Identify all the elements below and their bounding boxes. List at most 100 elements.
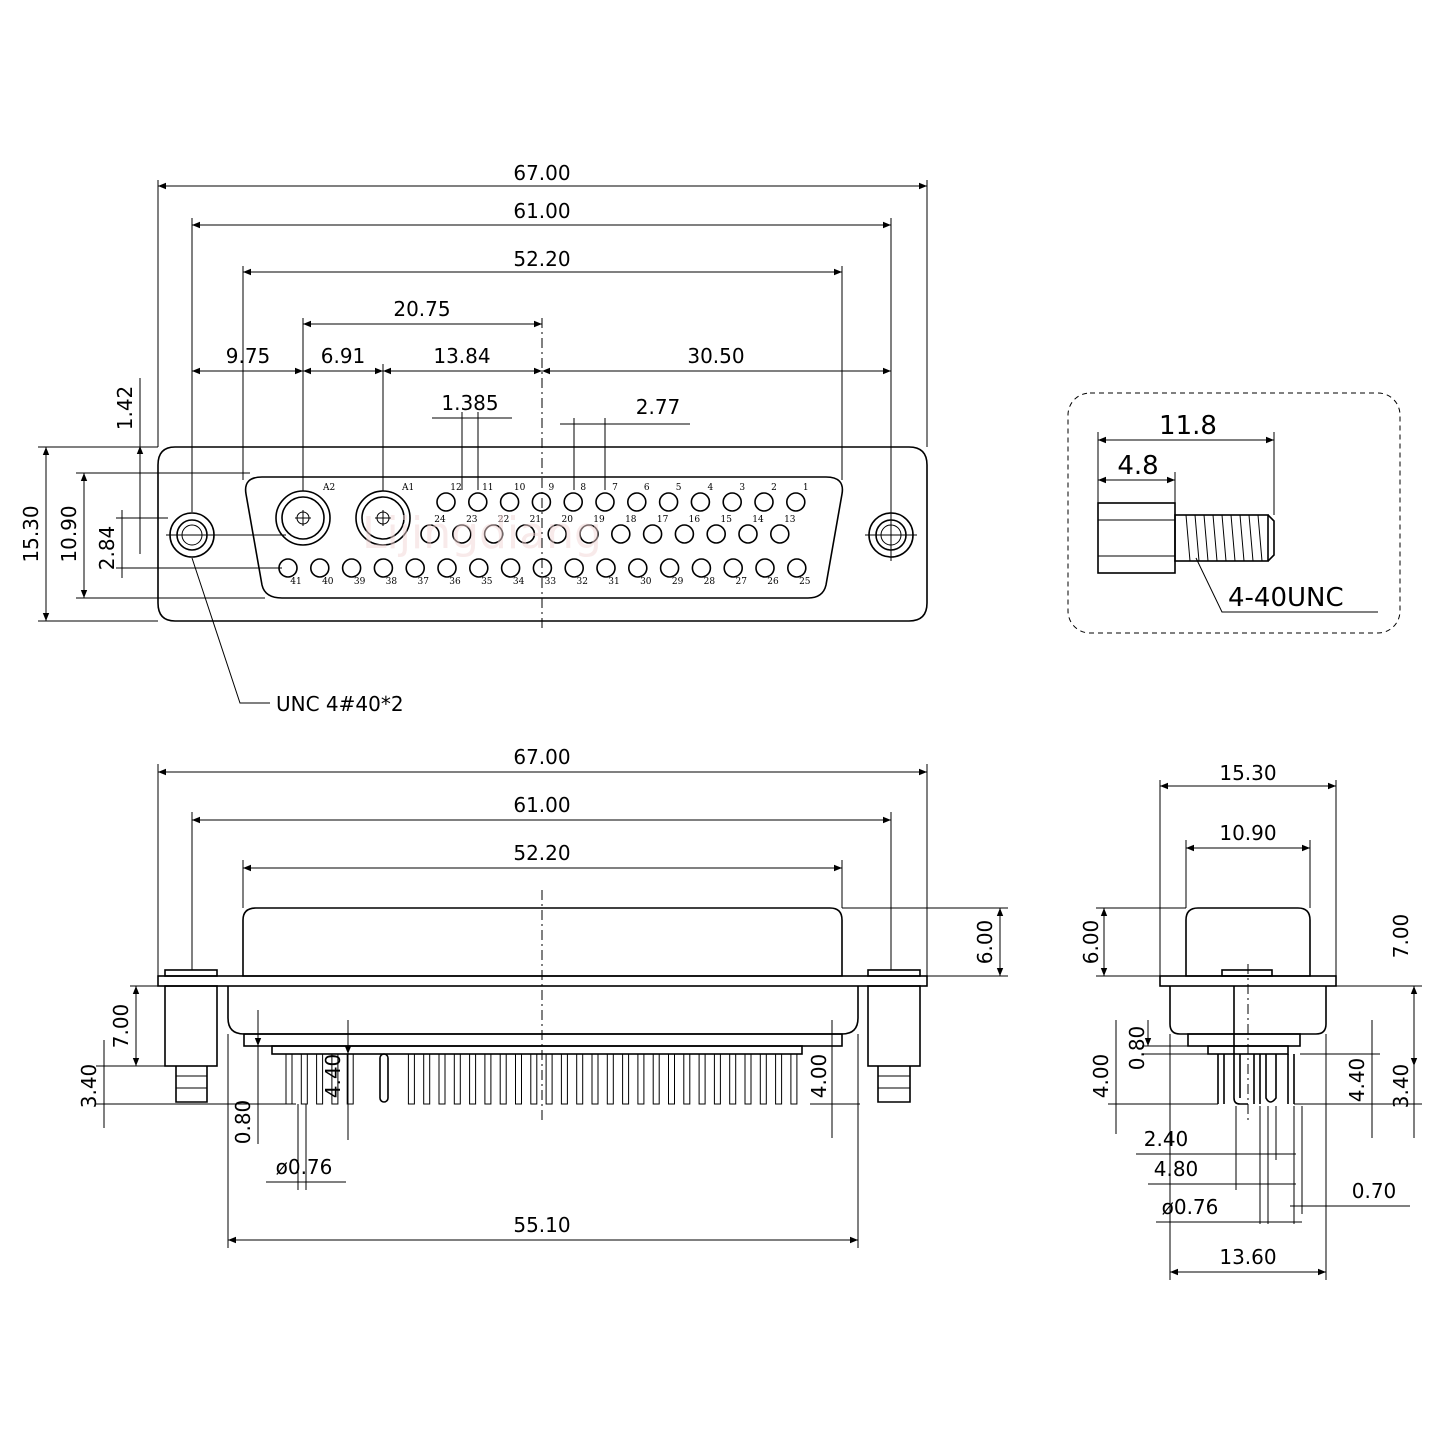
pin-26 bbox=[755, 558, 775, 578]
end-dim-pin-len: 4.00 bbox=[1089, 1054, 1113, 1099]
side-pin bbox=[637, 1053, 645, 1105]
pin-5 bbox=[658, 492, 679, 512]
standoff-right bbox=[867, 985, 921, 1067]
end-dim-pin-len-right: 4.40 bbox=[1345, 1058, 1369, 1103]
pin-32 bbox=[564, 558, 585, 578]
thread-lines bbox=[1185, 514, 1263, 562]
side-pin bbox=[300, 1053, 308, 1105]
dim-coax-pitch: 6.91 bbox=[321, 344, 366, 368]
pin-28 bbox=[691, 558, 712, 578]
end-dim-shell-height: 6.00 bbox=[1079, 920, 1103, 965]
dim-row-offset: 2.84 bbox=[95, 526, 119, 571]
side-dim-pin-len: 4.40 bbox=[321, 1054, 345, 1099]
pin-label-39: 39 bbox=[354, 577, 366, 587]
side-pin bbox=[668, 1053, 675, 1105]
dim-pin-pitch-half: 1.385 bbox=[441, 391, 498, 415]
coax-contact-a2 bbox=[275, 490, 331, 546]
pin-37 bbox=[405, 558, 426, 578]
coax-pin bbox=[379, 1053, 389, 1103]
hex-nut bbox=[1097, 502, 1176, 574]
dim-shell-width: 52.20 bbox=[513, 247, 570, 271]
side-pin bbox=[744, 1053, 752, 1105]
side-dim-pin-len-right: 4.00 bbox=[807, 1054, 831, 1099]
dim-mount-spacing: 61.00 bbox=[513, 199, 570, 223]
side-pin bbox=[530, 1053, 538, 1105]
pin-31 bbox=[596, 558, 616, 578]
dim-hex-length: 4.8 bbox=[1117, 451, 1158, 481]
side-pin bbox=[423, 1053, 431, 1105]
pin-10 bbox=[499, 492, 520, 512]
pin-8 bbox=[563, 492, 584, 512]
side-dim-shell-height: 6.00 bbox=[973, 920, 997, 965]
pin-label-8: 8 bbox=[580, 483, 586, 493]
pin-38 bbox=[373, 558, 394, 578]
pin-29 bbox=[659, 558, 680, 578]
side-pin bbox=[591, 1053, 599, 1105]
dim-overall-width: 67.00 bbox=[513, 161, 570, 185]
side-pin bbox=[683, 1053, 691, 1105]
pin-label-21: 21 bbox=[530, 515, 541, 525]
pin-label-23: 23 bbox=[466, 515, 478, 525]
pin-4 bbox=[690, 492, 711, 512]
pin-label-30: 30 bbox=[640, 577, 652, 587]
pin-36 bbox=[437, 558, 457, 578]
side-view: 67.00 61.00 52.20 6.00 7.00 3.40 0.80 4.… bbox=[77, 745, 1008, 1248]
pin-13 bbox=[769, 524, 790, 544]
pin-label-12: 12 bbox=[450, 483, 461, 493]
pin-label-17: 17 bbox=[657, 515, 669, 525]
pin-label-32: 32 bbox=[576, 577, 587, 587]
coax-label-a1: A1 bbox=[401, 483, 414, 493]
pin-7 bbox=[595, 492, 615, 512]
pin-label-28: 28 bbox=[704, 577, 716, 587]
callout-thread: UNC 4#40*2 bbox=[276, 692, 404, 716]
side-pin bbox=[407, 1053, 415, 1105]
side-pins bbox=[285, 1053, 798, 1105]
side-pin bbox=[713, 1053, 721, 1105]
pin-label-3: 3 bbox=[739, 483, 745, 493]
pin-39 bbox=[341, 558, 362, 578]
pin-11 bbox=[467, 492, 488, 512]
pin-label-37: 37 bbox=[417, 577, 429, 587]
dim-coax-offset: 9.75 bbox=[226, 344, 271, 368]
pin-label-27: 27 bbox=[735, 577, 747, 587]
pin-21 bbox=[515, 524, 536, 544]
pin-12 bbox=[436, 492, 456, 512]
dim-coax-to-axis: 13.84 bbox=[433, 344, 490, 368]
dim-coax-to-center: 20.75 bbox=[393, 297, 450, 321]
pin-label-29: 29 bbox=[672, 577, 684, 587]
thread-spec: 4-40UNC bbox=[1228, 583, 1344, 613]
side-dim-pin-span: 55.10 bbox=[513, 1213, 570, 1237]
side-dim-shell: 52.20 bbox=[513, 841, 570, 865]
pin-label-9: 9 bbox=[549, 483, 555, 493]
end-dim-shell: 10.90 bbox=[1219, 821, 1276, 845]
side-pin bbox=[729, 1053, 737, 1105]
pin-label-16: 16 bbox=[689, 515, 701, 525]
pin-label-26: 26 bbox=[767, 577, 779, 587]
dim-right-half: 30.50 bbox=[687, 344, 744, 368]
pin-24 bbox=[420, 524, 440, 544]
pin-label-14: 14 bbox=[752, 515, 764, 525]
pin-label-41: 41 bbox=[290, 577, 301, 587]
coax-contact-a1 bbox=[355, 490, 411, 546]
end-pins bbox=[1217, 986, 1295, 1105]
standoff-left bbox=[164, 985, 218, 1067]
pin-23 bbox=[451, 524, 472, 544]
end-dim-gap: 0.80 bbox=[1125, 1026, 1149, 1071]
pin-27 bbox=[723, 558, 744, 578]
pin-label-11: 11 bbox=[482, 483, 493, 493]
side-dim-screw-len: 3.40 bbox=[77, 1064, 101, 1109]
side-pin bbox=[545, 1053, 553, 1105]
end-dim-pin-dia: ø0.76 bbox=[1162, 1195, 1219, 1219]
watermark: Lijingdiang bbox=[362, 508, 602, 559]
flange-outline bbox=[157, 446, 928, 622]
end-dim-standoff: 7.00 bbox=[1389, 914, 1413, 959]
pin-16 bbox=[674, 524, 695, 544]
pin-6 bbox=[626, 492, 647, 512]
pin-label-31: 31 bbox=[608, 577, 619, 587]
pin-label-15: 15 bbox=[720, 515, 732, 525]
end-view: 15.30 10.90 6.00 7.00 0.80 4.00 4.40 3.4… bbox=[1079, 761, 1422, 1280]
side-pin bbox=[560, 1053, 568, 1105]
dim-shell-height: 10.90 bbox=[57, 505, 81, 562]
pin-label-24: 24 bbox=[434, 515, 446, 525]
